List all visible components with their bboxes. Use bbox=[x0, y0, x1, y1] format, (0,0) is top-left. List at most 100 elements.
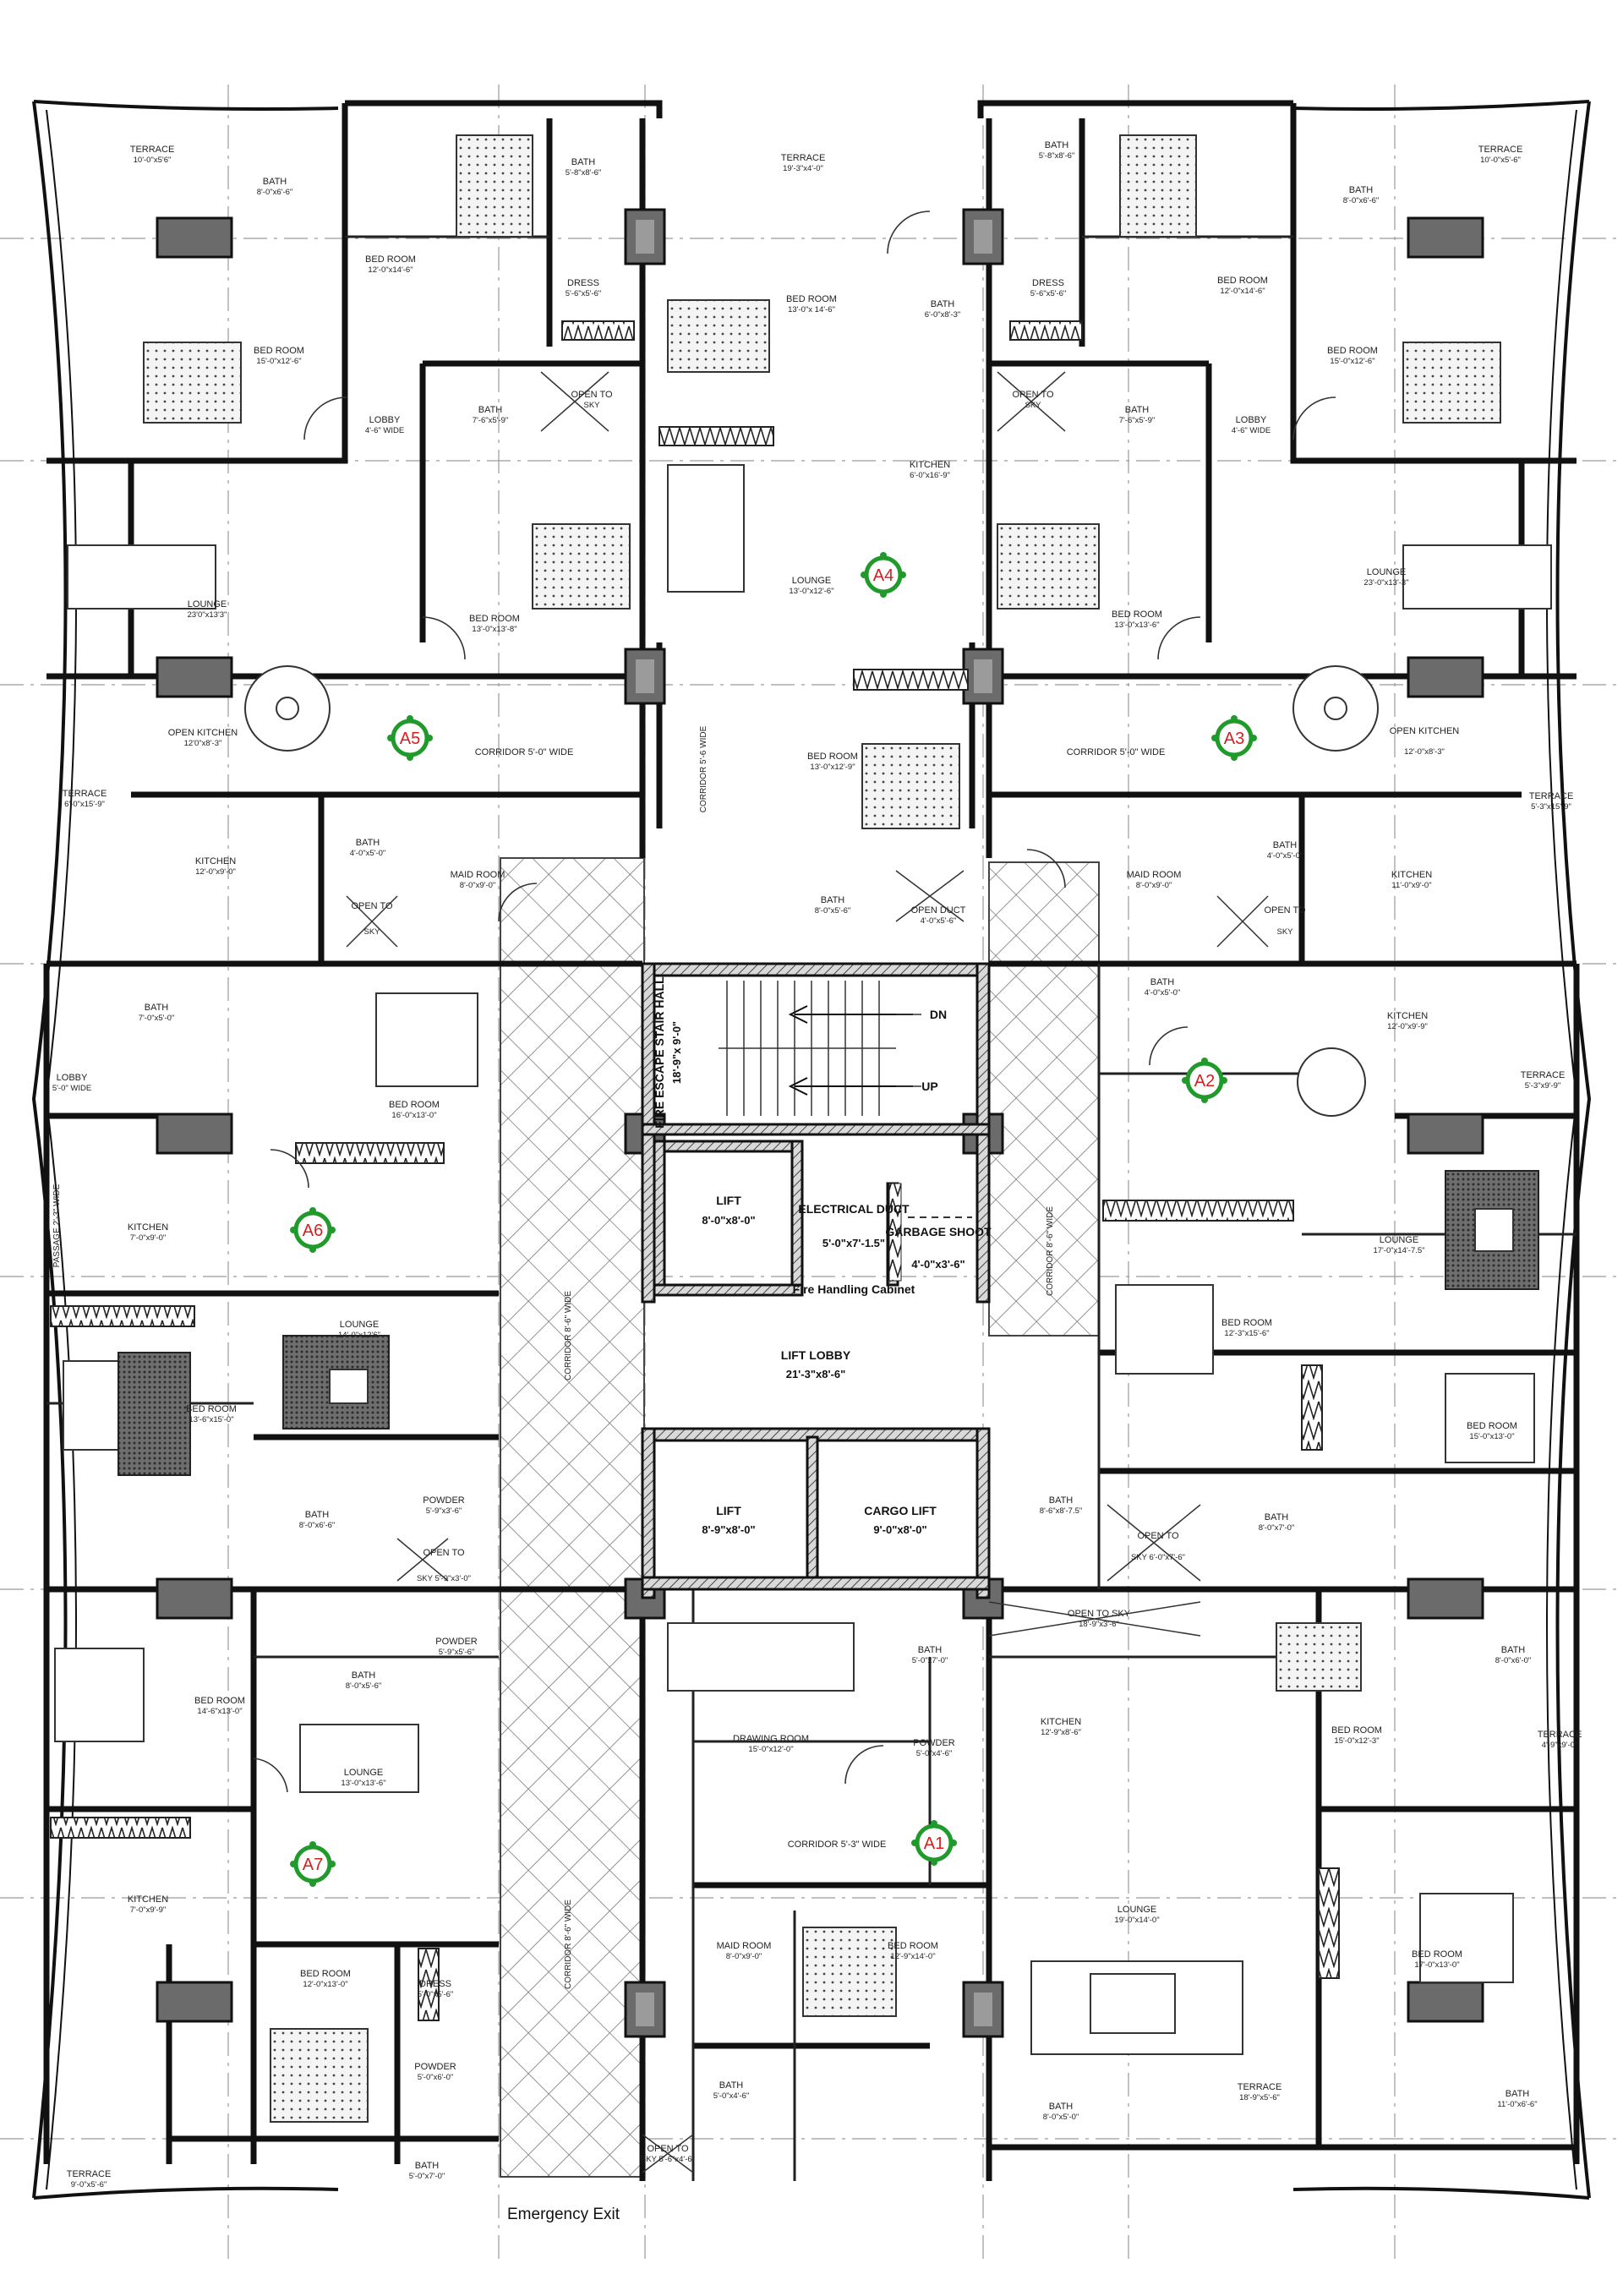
room-dim: 8'-0"x5'-6" bbox=[815, 906, 851, 916]
dining-tables bbox=[244, 665, 1379, 1117]
room-dim: 11'-0"x6'-6" bbox=[1497, 2100, 1537, 2109]
room-name: BATH bbox=[1506, 2089, 1530, 2099]
room-name: KITCHEN bbox=[128, 1222, 168, 1233]
room-name: BED ROOM bbox=[888, 1941, 938, 1951]
room-name: BATH bbox=[1501, 1645, 1526, 1655]
room-name: BED ROOM bbox=[186, 1404, 237, 1414]
room-dim: 7'-0"x9'-0" bbox=[130, 1233, 167, 1243]
room-dim: 4'-9"x9'-0" bbox=[1542, 1741, 1578, 1750]
room-dim: 13'-0"x13'-6" bbox=[1114, 620, 1159, 630]
room-dim: 13'-0"x12'-9" bbox=[810, 763, 855, 772]
apartment-badge-a1: A1 bbox=[911, 1820, 957, 1866]
room-dim: 13'-6"x15'-0" bbox=[189, 1415, 233, 1424]
open-to-sky-marks bbox=[346, 371, 1269, 2173]
room-dim: 5'-0" WIDE bbox=[52, 1084, 91, 1093]
room-dim: 10'-0"x5'-6" bbox=[1480, 156, 1521, 165]
room-name: BED ROOM bbox=[469, 614, 520, 624]
room-dim: 15'-0"x12'-3" bbox=[1334, 1736, 1379, 1746]
room-dim: 14'-6"x13'-0" bbox=[197, 1707, 242, 1716]
room-name: POWDER bbox=[435, 1637, 478, 1647]
room-dim: 7'-0"x9'-9" bbox=[130, 1905, 167, 1915]
room-dim: 4'-6" WIDE bbox=[365, 426, 404, 435]
room-dim: 5'-3"x9'-9" bbox=[1525, 1081, 1561, 1091]
room-name: BED ROOM bbox=[1467, 1421, 1517, 1431]
room-name: BATH bbox=[931, 299, 955, 309]
room-name: TERRACE bbox=[1538, 1730, 1582, 1740]
room-name: LOUNGE bbox=[792, 576, 831, 586]
room-dim: 8'-0"x6'-6" bbox=[1343, 196, 1380, 205]
room-dim: 12'-0"x9'-9" bbox=[1387, 1022, 1428, 1031]
svg-text:A1: A1 bbox=[924, 1834, 944, 1853]
room-dim: 5'-0"x7'-0" bbox=[409, 2172, 445, 2181]
room-dim: 13'-0"x13'-8" bbox=[472, 625, 516, 634]
svg-text:A7: A7 bbox=[303, 1856, 323, 1874]
room-name: CORRIDOR 5'-3" WIDE bbox=[788, 1840, 887, 1850]
room-name: TERRACE bbox=[1529, 791, 1574, 801]
room-name: KITCHEN bbox=[128, 1894, 168, 1905]
room-name: DRESS bbox=[419, 1979, 451, 1989]
room-name: TERRACE bbox=[130, 145, 175, 155]
room-dim: 5'-8"x8'-6" bbox=[566, 168, 602, 178]
room-dim: 4'-0"x5'-0" bbox=[350, 849, 386, 858]
door-swings bbox=[253, 210, 1336, 1793]
svg-text:A4: A4 bbox=[873, 566, 893, 585]
room-name: BED ROOM bbox=[365, 254, 416, 265]
cargo-lift-dim: 9'-0"x8'-0" bbox=[873, 1523, 926, 1536]
room-name: BATH bbox=[263, 177, 287, 187]
room-name: BATH bbox=[305, 1510, 330, 1520]
corridor-west-label-2: CORRIDOR 8'-6" WIDE bbox=[564, 1900, 573, 1989]
room-name: DRAWING ROOM bbox=[733, 1734, 809, 1744]
room-dim: 12'-0"x9'-0" bbox=[195, 867, 236, 877]
room-dim: 17'-0"x13'-0" bbox=[1414, 1960, 1459, 1970]
room-name: BATH bbox=[356, 838, 380, 848]
room-name: BED ROOM bbox=[300, 1969, 351, 1979]
room-dim: 18'-9"x3'-6" bbox=[1079, 1620, 1119, 1629]
room-dim: 5'-0"x4'-6" bbox=[916, 1749, 953, 1758]
room-name: OPEN TO bbox=[571, 390, 613, 400]
room-dim: 12'-0"x14'-6" bbox=[368, 265, 413, 275]
room-name: LOUNGE bbox=[1367, 567, 1406, 577]
room-dim: 13'-0"x 14'-6" bbox=[788, 305, 835, 314]
room-dim: SKY bbox=[1025, 401, 1041, 410]
stair-treads bbox=[719, 981, 896, 1116]
apartment-badge-a7: A7 bbox=[290, 1841, 336, 1887]
room-name: KITCHEN bbox=[195, 856, 236, 866]
room-name: CORRIDOR 5'-0" WIDE bbox=[475, 747, 574, 757]
room-name: TERRACE bbox=[1238, 2082, 1282, 2092]
room-name: BATH bbox=[1349, 185, 1374, 195]
room-name: BATH bbox=[1273, 840, 1298, 850]
room-name: BED ROOM bbox=[1331, 1725, 1382, 1736]
room-name: TERRACE bbox=[781, 153, 826, 163]
room-dim: 15'-0"x12'-6" bbox=[256, 357, 301, 366]
room-name: BATH bbox=[478, 405, 503, 415]
room-name: TERRACE bbox=[67, 2169, 112, 2179]
room-name: OPEN TO bbox=[423, 1548, 465, 1558]
room-name: CORRIDOR 5'-0" WIDE bbox=[1067, 747, 1166, 757]
lift-lobby-dim: 21'-3"x8'-6" bbox=[786, 1368, 846, 1380]
room-dim: SKY bbox=[583, 401, 600, 410]
svg-text:A6: A6 bbox=[303, 1222, 323, 1240]
room-dim: 7'-6"x5'-9" bbox=[1119, 416, 1156, 425]
room-dim: 8'-0"x9'-0" bbox=[1136, 881, 1172, 890]
room-name: DRESS bbox=[567, 278, 599, 288]
room-name: MAID ROOM bbox=[1127, 870, 1182, 880]
stair-up-label: UP bbox=[921, 1080, 937, 1093]
room-labels: TERRACE 10'-0"x5'6" BATH 8'-0"x6'-6" BED… bbox=[52, 140, 1582, 2189]
room-name: KITCHEN bbox=[1387, 1011, 1428, 1021]
room-dim: 5'-0"x4'-6" bbox=[713, 2091, 750, 2101]
room-name: KITCHEN bbox=[1041, 1717, 1081, 1727]
room-name: BED ROOM bbox=[1327, 346, 1378, 356]
room-name: BATH bbox=[1265, 1512, 1289, 1522]
room-name: OPEN TO bbox=[351, 901, 393, 911]
passage-label: PASSAGE 2'-3" WIDE bbox=[52, 1184, 62, 1267]
room-dim: 8'-0"x6'-0" bbox=[1495, 1656, 1532, 1665]
room-name: TERRACE bbox=[1521, 1070, 1566, 1080]
room-dim: 7'-0"x5'-0" bbox=[139, 1014, 175, 1023]
room-dim: 4'-0"x5'-0" bbox=[1145, 988, 1181, 998]
fire-escape-dim: 18'-9"x 9'-0" bbox=[670, 1021, 683, 1084]
room-dim: 4'-0"x5'-6" bbox=[921, 916, 957, 926]
room-name: LOBBY bbox=[57, 1073, 88, 1083]
svg-text:A2: A2 bbox=[1194, 1072, 1215, 1091]
room-name: OPEN TO bbox=[1264, 905, 1306, 916]
